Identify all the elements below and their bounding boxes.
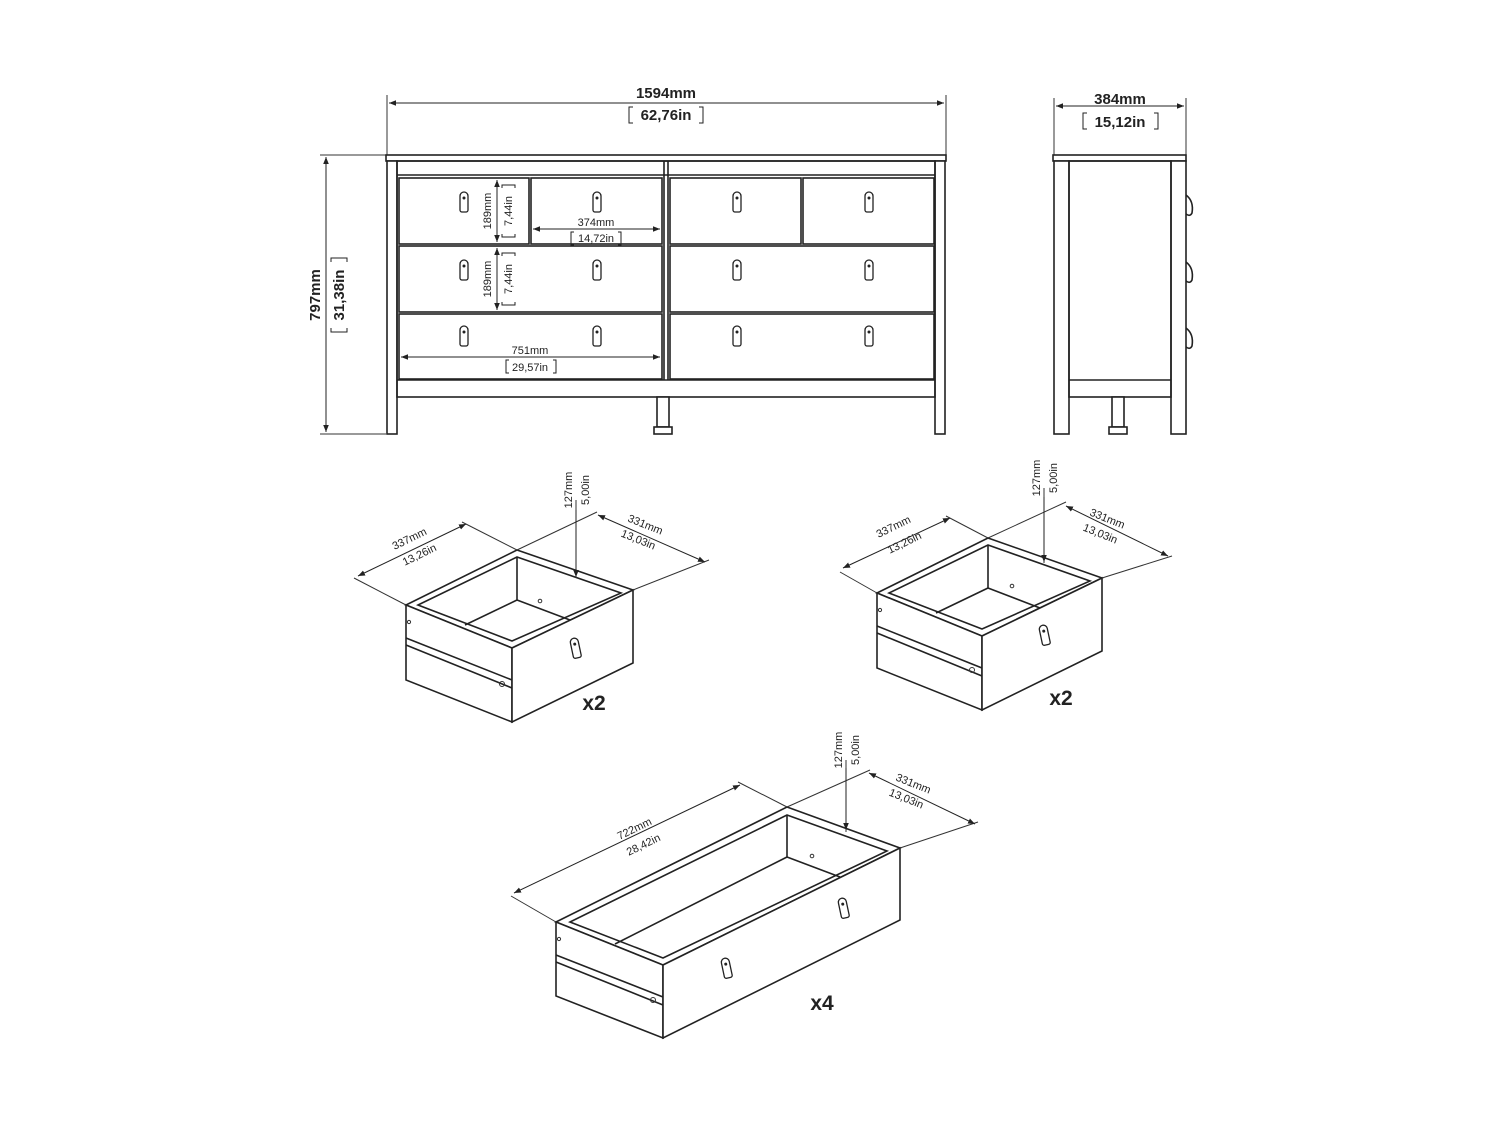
drawer-b-height-mm: 127mm (1031, 460, 1043, 497)
drawer-a-height-in: 5,00in (580, 475, 592, 505)
small-drawer-width-mm: 374mm (578, 217, 615, 229)
height-mm-label: 797mm (307, 269, 324, 321)
drawer-handle-icon (864, 259, 874, 281)
depth-in-label: 15,12in (1095, 114, 1146, 131)
large-drawer-width-in: 29,57in (512, 362, 548, 374)
width-mm-label: 1594mm (636, 85, 696, 102)
drawer-handle-icon (864, 325, 874, 347)
drawer-height-mid-mm: 189mm (482, 261, 494, 298)
drawer-handle-icon (459, 325, 469, 347)
front-view: 1594mm 62,76in 797mm 31,38in (307, 85, 947, 435)
left-leg (386, 160, 398, 435)
drawer-height-top-mm: 189mm (482, 193, 494, 230)
height-in-label: 31,38in (331, 270, 348, 321)
side-view: 384mm 15,12in (1052, 91, 1194, 435)
width-in-label: 62,76in (641, 107, 692, 124)
drawer-handle-icon (732, 191, 742, 213)
drawer-handle-icon (732, 259, 742, 281)
drawer-b-height-in: 5,00in (1048, 463, 1060, 493)
drawer-handle-icon (592, 191, 602, 213)
drawer-b-quantity: x2 (1049, 687, 1072, 710)
drawer-a: 337mm 13,26in 331mm 13,03in 127mm 5,00in… (353, 472, 710, 724)
drawer-c-quantity: x4 (810, 992, 834, 1015)
drawer-handle-icon (459, 191, 469, 213)
large-drawer-width-mm: 751mm (512, 345, 549, 357)
drawer-handle-icon (459, 259, 469, 281)
drawer-a-height-mm: 127mm (563, 472, 575, 509)
drawer-height-mid-in: 7,44in (503, 264, 515, 294)
cabinet-top (385, 154, 947, 162)
drawer-a-quantity: x2 (582, 692, 605, 715)
right-leg (934, 160, 946, 435)
small-drawer-width-in: 14,72in (578, 233, 614, 245)
drawer-b: 337mm 13,26in 331mm 13,03in 127mm 5,00in… (839, 460, 1173, 712)
drawer-c-height-in: 5,00in (850, 735, 862, 765)
drawer-handle-icon (732, 325, 742, 347)
drawer-handle-icon (864, 191, 874, 213)
drawer-c: 722mm 28,42in 331mm 13,03in 127mm 5,00in… (510, 732, 979, 1040)
drawer-height-top-in: 7,44in (503, 196, 515, 226)
drawer-handle-icon (592, 259, 602, 281)
drawer-handle-icon (592, 325, 602, 347)
drawer-c-height-mm: 127mm (833, 732, 845, 769)
depth-mm-label: 384mm (1094, 91, 1146, 108)
